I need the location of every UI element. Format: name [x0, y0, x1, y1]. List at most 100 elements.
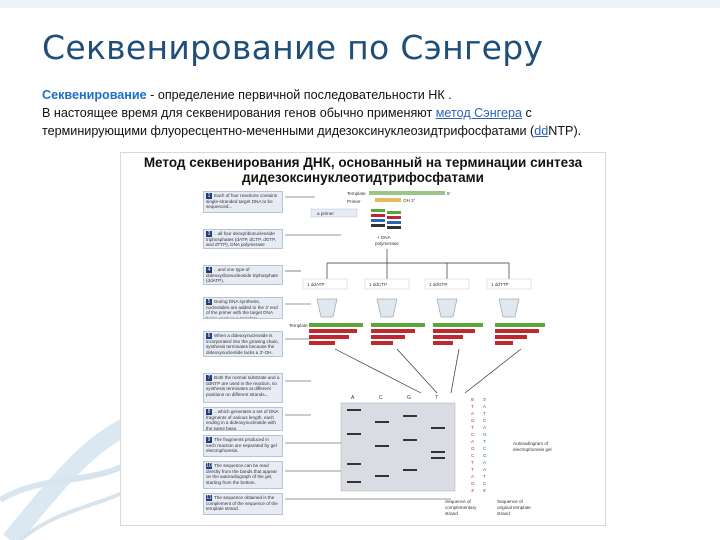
lane-t-label: T [435, 395, 438, 401]
seq-left-2: A [471, 411, 475, 416]
seq-left-3: G [471, 418, 475, 423]
sanger-method-link[interactable]: метод Сэнгера [435, 106, 522, 120]
seq-right-2: T [483, 411, 486, 416]
fragments-t [495, 323, 545, 345]
seq-right-12: C [483, 481, 487, 486]
step-text: The sequence can be read directly from t… [206, 463, 277, 485]
ddttp-label: 1 ddTTP [491, 282, 509, 287]
step-text: When a dideoxynucleotide is incorporated… [206, 333, 279, 355]
intro-line3-text: терминирующими флуоресцентно-меченными д… [42, 124, 535, 138]
original-seq-caption-2: original template [497, 505, 531, 510]
step-text: Both the normal substrate and a ddNTP ar… [206, 375, 280, 397]
sequence-columns: 5' T A G T C A G C T T A G 3' 3' A T C A… [471, 397, 487, 493]
step-number: 5 [206, 299, 212, 305]
complementary-seq-caption-1: Sequence of [445, 499, 472, 504]
seq-left-6: A [471, 439, 475, 444]
lane-c-label: C [379, 395, 383, 401]
complementary-seq-caption-3: strand [445, 511, 458, 516]
figure-title-line2: дидезоксинуклеотидтрифосфатами [242, 170, 484, 185]
seq-right-6: T [483, 439, 486, 444]
step-8: 8...which generates a set of DNA fragmen… [203, 407, 283, 431]
intro-line2-text: В настоящее время для секвенирования ген… [42, 106, 436, 120]
definition-text: - определение первичной последовательнос… [146, 88, 452, 102]
figure-title-line1: Метод секвенирования ДНК, основанный на … [143, 155, 583, 170]
seq-right-13: 5' [483, 488, 487, 493]
step-text: ...and one type of dideoxyribonucleoside… [206, 267, 279, 284]
seq-left-0: 5' [471, 397, 475, 402]
reaction-tubes [316, 298, 520, 318]
template-label: Template [347, 191, 366, 196]
seq-left-5: C [471, 432, 475, 437]
dntp-stack [371, 209, 401, 229]
step-text: ...which generates a set of DNA fragment… [206, 409, 279, 431]
seq-left-10: T [471, 467, 474, 472]
step-number: 10 [206, 463, 212, 469]
seq-left-7: G [471, 446, 475, 451]
seq-left-4: T [471, 425, 474, 430]
intro-line2-end: с [521, 106, 532, 120]
gel-slab [340, 402, 456, 492]
ddctp-label: 1 ddCTP [369, 282, 387, 287]
lane-a-label: A [351, 395, 355, 401]
seq-left-12: G [471, 481, 475, 486]
step-text: The sequence obtained is the complement … [206, 495, 278, 512]
intro-paragraph: Секвенирование - определение первичной п… [42, 86, 682, 140]
fragments-c [371, 323, 425, 345]
primer-callout-text: a primer [317, 211, 334, 216]
ddatp-label: 1 ddATP [307, 282, 325, 287]
seq-left-1: T [471, 404, 474, 409]
seq-right-10: A [483, 467, 487, 472]
dna-polymerase-label: + DNA [377, 235, 392, 240]
step-number: 11 [206, 495, 212, 501]
ddctp-box [364, 278, 410, 290]
slide-title: Секвенирование по Сэнгеру [42, 28, 544, 67]
original-seq-caption-3: strand [497, 511, 510, 516]
seq-right-1: A [483, 404, 487, 409]
reaction-split-arrows [326, 249, 510, 279]
seq-right-11: T [483, 474, 486, 479]
step-text: Each of four reactions contains single-s… [206, 193, 278, 210]
step-number: 6 [206, 333, 212, 339]
electrophoresis-gel: A C G T [340, 395, 456, 492]
fragment-sets: Template [289, 323, 545, 345]
complementary-seq-caption-2: complementary [445, 505, 477, 510]
step-text: ...all four deoxyribonucleoside triphosp… [206, 231, 276, 248]
tube-c [376, 298, 398, 318]
primer-label: Primer [347, 199, 361, 204]
fragments-g [433, 323, 483, 345]
autoradiogram-label: Autoradiogram of [513, 441, 549, 446]
tube-t [498, 298, 520, 318]
seq-right-0: 3' [483, 397, 487, 402]
step-text: The fragments produced in each reaction … [206, 437, 277, 454]
ddgtp-box [424, 278, 470, 290]
template-label-2: Template [289, 323, 308, 328]
seq-left-9: T [471, 460, 474, 465]
lane-g-label: G [407, 395, 411, 401]
seq-left-13: 3' [471, 488, 475, 493]
step-4: 4...and one type of dideoxyribonucleosid… [203, 265, 283, 285]
primer-strand [375, 198, 401, 202]
tube-g [436, 298, 458, 318]
intro-line3-end: NTP). [548, 124, 582, 138]
tube-a [316, 298, 338, 318]
figure-title: Метод секвенирования ДНК, основанный на … [121, 155, 605, 185]
seq-right-5: G [483, 432, 487, 437]
step-connectors [285, 196, 451, 500]
seq-right-7: C [483, 446, 487, 451]
ddatp-box [302, 278, 348, 290]
seq-right-3: C [483, 418, 487, 423]
seq-left-8: C [471, 453, 475, 458]
ddntp-row: 1 ddATP 1 ddCTP 1 ddGTP 1 ddTTP [302, 278, 532, 290]
sanger-diagram: Template Primer OH 3' 5' a primer + DNA … [285, 191, 552, 516]
step-number: 3 [206, 231, 212, 237]
step-number: 4 [206, 267, 212, 273]
original-seq-caption-1: Sequence of [497, 499, 524, 504]
ddntp-link[interactable]: dd [534, 124, 549, 138]
sanger-diagram-figure: Метод секвенирования ДНК, основанный на … [120, 152, 606, 526]
